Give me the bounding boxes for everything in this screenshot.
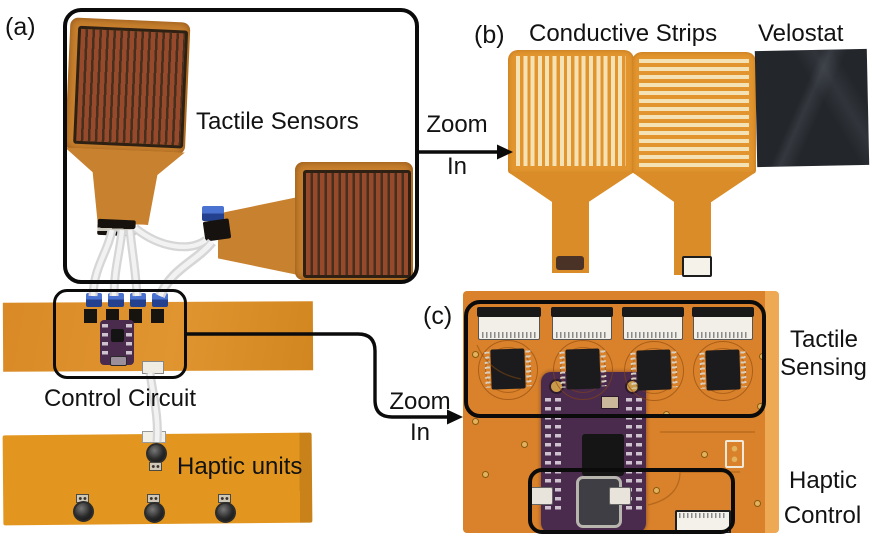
haptic-control-label-line2: Control [783,502,862,529]
zoom-in-bottom-label-line2: In [409,419,430,446]
band-component-4 [151,309,164,323]
tactile-sensing-label-line1: Tactile [789,326,859,353]
band-connector-blue-2 [108,293,124,307]
ffc-pins [679,513,727,518]
velostat-label: Velostat [758,20,844,47]
haptic-units-label: Haptic units [177,453,303,480]
strip-end-connector [556,256,584,270]
usb-port [110,356,127,366]
tactile-sensors-box [63,8,419,284]
tactile-sensing-label-line2: Sensing [780,354,867,381]
haptic-unit-3 [215,502,236,523]
pin-row [626,398,632,514]
tactile-sensor-right [200,156,418,282]
zoom-in-top-label-line1: Zoom [426,111,488,138]
haptic-control-label-line1: Haptic [788,467,858,494]
small-component [601,396,619,409]
haptic-unit-top [146,443,167,464]
sensor-electrode-stripes [303,170,411,278]
haptic-control-box [528,468,735,534]
band-component-3 [129,309,142,323]
band-connector-blue-3 [130,293,146,307]
panel-a-tag: (a) [5,13,36,41]
ffc-connector-4 [692,307,754,340]
strip-conductors [516,56,626,166]
sensor-connector-blue [202,206,224,221]
boot-button [609,487,631,505]
band-component-1 [84,309,97,323]
band-component-2 [106,309,119,323]
tactile-sensing-box [464,300,766,418]
conductive-strip-vertical [506,48,636,276]
via [521,441,528,448]
via [482,471,489,478]
zoom-in-top-label-line2: In [446,153,467,180]
haptic-unit-1 [73,501,94,522]
ffc-connector-1 [477,307,541,340]
pin-row [545,398,551,514]
panel-c-tag: (c) [423,302,453,330]
via [701,451,708,458]
zoom-in-bottom-label-line1: Zoom [389,388,451,415]
tactile-sensors-label: Tactile Sensors [196,108,359,135]
ffc-connector-3 [622,307,684,340]
band-connector-blue-1 [86,293,102,307]
via [472,418,479,425]
strip-conductors [639,59,749,167]
via [754,500,761,507]
strip-end-connector-white [682,256,712,277]
haptic-ribbon-connector [142,431,166,443]
haptic-pad [149,462,162,471]
control-circuit-label: Control Circuit [43,385,197,412]
panel-b-tag: (b) [474,21,505,49]
control-circuit-box [53,289,187,379]
pin-row [636,398,642,514]
pin-row [555,398,561,514]
two-pin-connector [725,440,744,468]
ffc-connector-2 [551,307,613,340]
conductive-strip-horizontal [630,50,758,278]
microcontroller-board-small [100,320,134,366]
pin-row [102,324,108,360]
conductive-strips-label: Conductive Strips [529,20,718,47]
velostat-sheet [754,48,870,168]
strip-shoulder [632,172,756,202]
haptic-unit-2 [144,502,165,523]
chip [111,329,124,342]
strip-shoulder [508,172,634,202]
pin-row [126,324,132,360]
